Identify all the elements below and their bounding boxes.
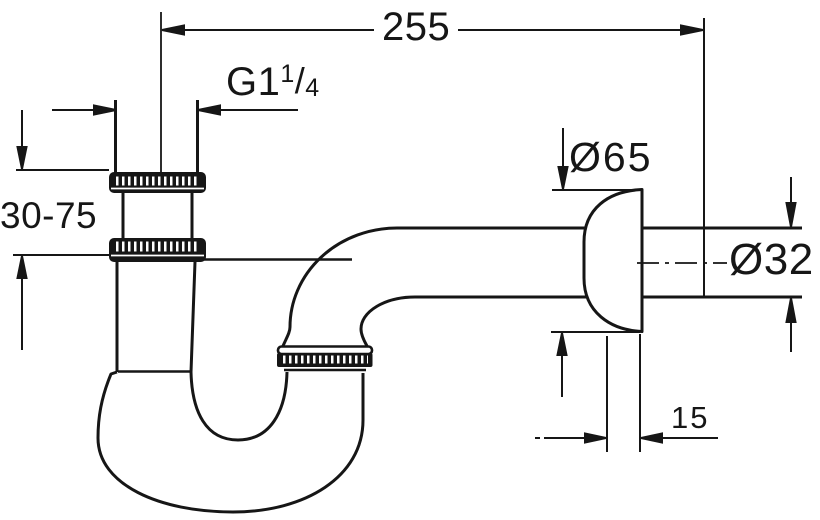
arrowhead-up-icon	[16, 255, 28, 279]
arrowhead-left-icon	[197, 104, 221, 116]
elbow-outer-and-pipe-top	[281, 226, 802, 347]
dim-flange-diameter	[551, 128, 642, 397]
dimension-linework	[13, 24, 797, 452]
dim-thread	[52, 104, 298, 116]
dim-pipe-diameter	[785, 177, 797, 352]
union-nut-rim	[276, 345, 374, 356]
arrowhead-down-icon	[785, 202, 797, 228]
thread-fraction-numerator: 1	[280, 60, 295, 88]
u-bend-outer	[96, 370, 365, 514]
arrowhead-down-icon	[16, 146, 28, 170]
inlet-tube	[114, 100, 199, 172]
siphon-body	[96, 100, 802, 514]
arrowhead-right-icon	[680, 24, 704, 36]
thread-size-text: G1	[226, 60, 281, 104]
coupling-body	[121, 193, 194, 238]
dim-thread-label: G11/4	[226, 60, 320, 104]
arrowhead-up-icon	[556, 332, 568, 356]
thread-fraction-slash: /	[294, 60, 306, 101]
arrowhead-up-icon	[785, 297, 797, 323]
thread-fraction-denominator: 4	[305, 74, 320, 102]
inlet-cup	[115, 261, 197, 373]
dim-255-label: 255	[382, 5, 451, 49]
dim-flange-diameter-label: Ø65	[569, 134, 653, 180]
arrowhead-right-icon	[93, 104, 117, 116]
dim-pipe-diameter-label: Ø32	[729, 235, 814, 284]
dim-adjust-range	[13, 110, 109, 350]
arrowhead-right-icon	[584, 432, 607, 444]
elbow-inner-and-pipe-bottom	[359, 295, 802, 347]
dim-255	[161, 24, 704, 36]
arrowhead-down-icon	[557, 166, 569, 190]
arrowhead-left-icon	[161, 24, 185, 36]
arrowhead-left-icon	[640, 432, 663, 444]
dim-flange-depth-label: 15	[671, 400, 710, 435]
knurled-nuts	[109, 172, 374, 367]
u-bend-inner	[189, 371, 289, 442]
dim-flange-depth	[535, 334, 718, 452]
union-nut	[277, 353, 373, 367]
wall-flange	[582, 188, 644, 333]
dim-adjust-range-label: 30-75	[0, 195, 98, 236]
